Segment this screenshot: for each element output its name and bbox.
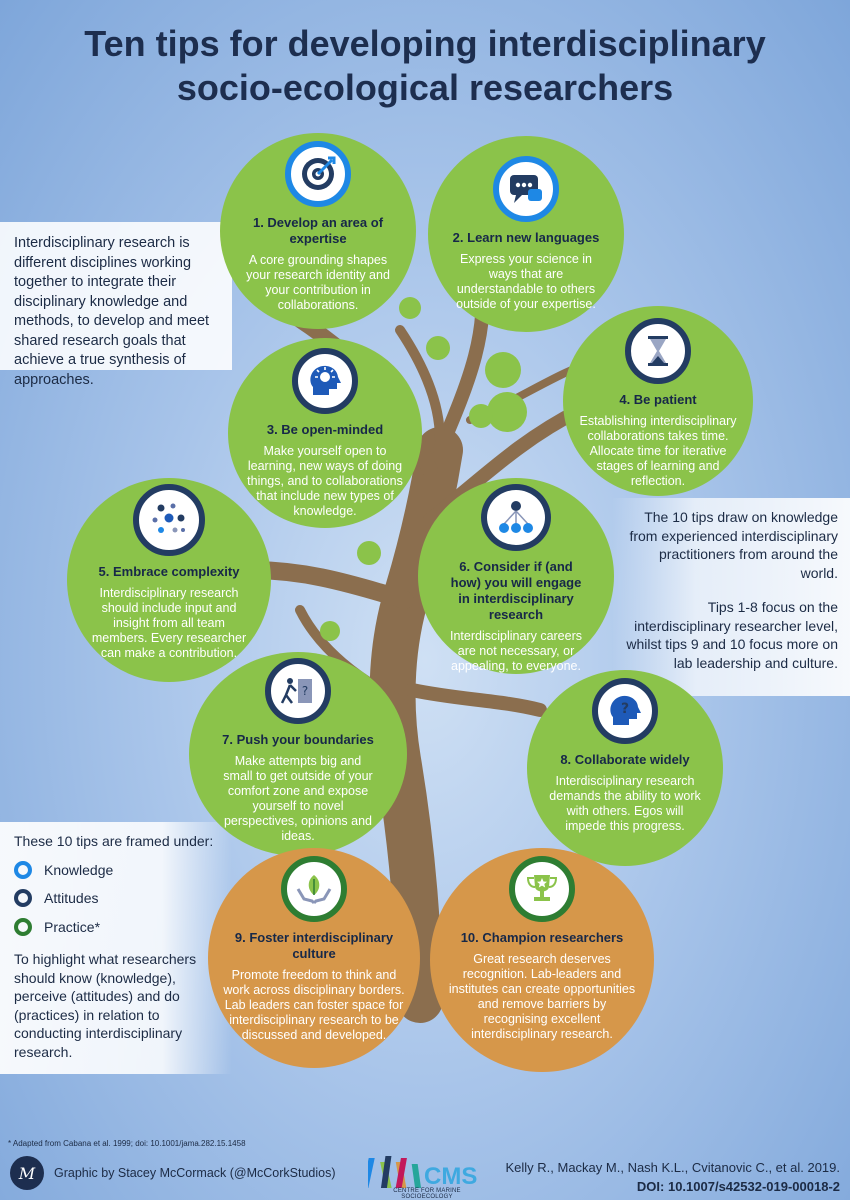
leaf-dot [399,297,421,319]
cms-subtitle: CENTRE FOR MARINE SOCIOECOLOGY [393,1188,461,1200]
legend-knowledge: Knowledge [14,860,222,880]
tip-7-heading: 7. Push your boundaries [222,732,374,747]
tip-3-heading: 3. Be open-minded [266,422,384,437]
info-paragraph-1: The 10 tips draw on knowledge from exper… [629,509,838,581]
tip-2-body: Express your science in ways that are un… [456,252,596,311]
framework-panel: These 10 tips are framed under: Knowledg… [0,822,232,1074]
framework-summary: To highlight what researchers should kno… [14,951,197,1060]
dots-cluster-icon [133,484,205,556]
tip-4-heading: 4. Be patient [619,392,697,407]
title-line-2: socio-ecological researchers [176,67,674,108]
head-lightbulb-icon [292,348,358,414]
leaf-dot [426,336,450,360]
framework-heading: These 10 tips are framed under: [14,833,214,849]
target-icon [285,141,351,207]
tip-2-heading: 2. Learn new languages [452,230,600,245]
tip-10: 10. Champion researchers Great research … [430,848,654,1072]
practice-ring-icon [14,917,32,936]
svg-text:?: ? [621,701,629,717]
intro-text: Interdisciplinary research is different … [14,235,210,388]
tip-10-heading: 10. Champion researchers [460,930,624,945]
tip-1-heading: 1. Develop an area of expertise [252,215,384,246]
attitudes-ring-icon [14,889,32,908]
info-paragraph-2: Tips 1-8 focus on the interdisciplinary … [626,599,838,671]
leaf-dot [487,392,527,432]
tip-5: 5. Embrace complexity Interdisciplinary … [67,478,271,682]
people-network-icon [481,484,551,551]
leaf-dot [485,352,521,388]
head-question-icon: ? [592,678,658,744]
branch-upper-mid [395,325,445,445]
tip-1: 1. Develop an area of expertise A core g… [220,133,416,329]
cms-logo-text: CMS [424,1163,477,1190]
tip-5-body: Interdisciplinary research should includ… [91,586,247,660]
page-title: Ten tips for developing interdisciplinar… [0,22,850,110]
knowledge-ring-icon [14,860,32,879]
hourglass-icon [625,318,691,384]
tip-6-body: Interdisciplinary careers are not necess… [450,629,582,673]
info-panel: The 10 tips draw on knowledge from exper… [612,498,850,696]
tip-9-body: Promote freedom to think and work across… [223,968,405,1042]
tip-3: 3. Be open-minded Make yourself open to … [228,338,422,528]
tip-4: 4. Be patient Establishing interdiscipli… [563,306,753,496]
leaf-dot [320,621,340,641]
tip-9-heading: 9. Foster interdisciplinary culture [234,930,394,961]
footnote: * Adapted from Cabana et al. 1999; doi: … [8,1139,246,1148]
legend-label-attitudes: Attitudes [44,890,99,906]
title-line-1: Ten tips for developing interdisciplinar… [84,23,766,64]
studio-monogram-logo: M [10,1156,44,1190]
tip-7-body: Make attempts big and small to get outsi… [223,754,373,843]
tip-9: 9. Foster interdisciplinary culture Prom… [208,848,420,1068]
graphic-credit: Graphic by Stacey McCormack (@McCorkStud… [54,1166,336,1180]
legend-attitudes: Attitudes [14,889,222,908]
cms-logo: CMS [368,1156,477,1190]
branch-left [241,561,414,609]
tip-5-heading: 5. Embrace complexity [98,564,240,579]
trophy-icon [509,856,575,922]
leaf-dot [469,404,493,428]
tip-1-body: A core grounding shapes your research id… [246,253,390,312]
tip-8-body: Interdisciplinary research demands the a… [549,774,701,833]
tip-6: 6. Consider if (and how) you will engage… [418,478,614,674]
hands-leaf-icon [281,856,347,922]
tip-8: ? 8. Collaborate widely Interdisciplinar… [527,670,723,866]
branch-lower-right [405,683,547,717]
push-box-icon: ? [265,658,331,724]
tip-3-body: Make yourself open to learning, new ways… [247,444,403,518]
tip-4-body: Establishing interdisciplinary collabora… [579,414,737,488]
legend-label-knowledge: Knowledge [44,861,114,878]
citation-block: Kelly R., Mackay M., Nash K.L., Cvitanov… [505,1158,840,1196]
tip-7: ? 7. Push your boundaries Make attempts … [189,652,407,856]
tip-8-heading: 8. Collaborate widely [560,752,690,767]
legend-practice: Practice* [14,917,222,937]
tip-10-body: Great research deserves recognition. Lab… [448,952,636,1041]
svg-text:?: ? [302,684,308,698]
citation-authors: Kelly R., Mackay M., Nash K.L., Cvitanov… [505,1160,840,1175]
intro-panel: Interdisciplinary research is different … [0,222,232,388]
legend-label-practice: Practice* [44,918,101,935]
citation-doi: DOI: 10.1007/s42532-019-00018-2 [636,1179,840,1194]
speech-bubble-icon [493,156,559,222]
tip-2: 2. Learn new languages Express your scie… [428,136,624,332]
tip-6-heading: 6. Consider if (and how) you will engage… [450,559,582,622]
leaf-dot [357,541,381,565]
